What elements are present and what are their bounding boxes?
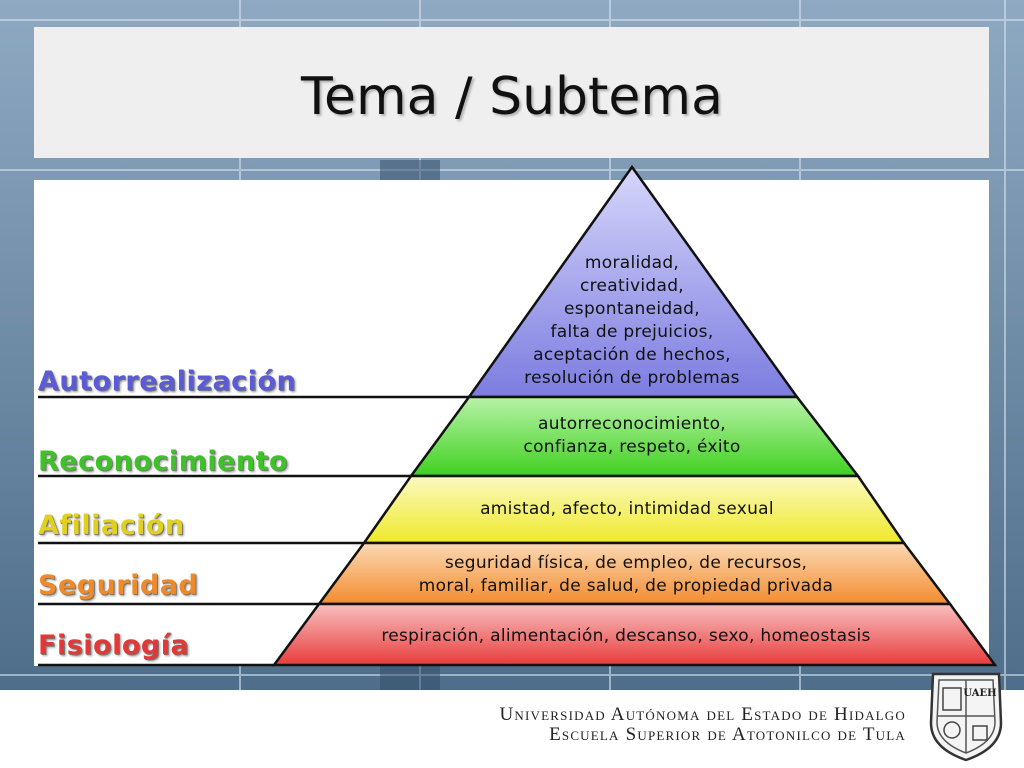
school-name: Escuela Superior de Atotonilco de Tula (549, 724, 906, 745)
level-text-afiliacion: amistad, afecto, intimidad sexual (412, 498, 842, 521)
level-text-line: amistad, afecto, intimidad sexual (480, 499, 774, 519)
level-text-line: confianza, respeto, éxito (523, 437, 741, 457)
uaeh-seal-logo: UAEH (929, 672, 1003, 762)
level-text-line: falta de prejuicios, (550, 322, 714, 342)
level-text-line: seguridad física, de empleo, de recursos… (444, 553, 808, 573)
level-text-fisiologia: respiración, alimentación, descanso, sex… (306, 625, 946, 648)
level-text-line: creatividad, (579, 276, 684, 296)
title-panel (34, 27, 989, 158)
footer-bar (0, 690, 1024, 768)
level-text-reconocimiento: autorreconocimiento, confianza, respeto,… (452, 413, 812, 459)
level-label-fisiologia: Fisiología (38, 630, 190, 661)
level-text-line: moralidad, (584, 253, 680, 273)
level-label-afiliacion: Afiliación (38, 510, 185, 541)
level-text-line: aceptación de hechos, (533, 345, 731, 365)
level-label-seguridad: Seguridad (38, 570, 199, 601)
level-label-reconocimiento: Reconocimiento (38, 446, 289, 477)
level-text-line: moral, familiar, de salud, de propiedad … (418, 576, 834, 596)
level-text-line: resolución de problemas (524, 368, 740, 388)
level-text-line: espontaneidad, (564, 299, 700, 319)
level-text-line: respiración, alimentación, descanso, sex… (381, 626, 871, 646)
slide-title: Tema / Subtema (301, 67, 723, 127)
level-label-autorrealizacion: Autorrealización (38, 366, 297, 397)
level-text-line: autorreconocimiento, (537, 414, 726, 434)
pyramid-level-fisiologia (271, 602, 998, 667)
level-text-autorrealizacion: moralidad, creatividad, espontaneidad, f… (482, 252, 782, 390)
university-name: Universidad Autónoma del Estado de Hidal… (499, 704, 906, 725)
level-text-seguridad: seguridad física, de empleo, de recursos… (356, 552, 896, 598)
seal-text: UAEH (963, 688, 996, 699)
